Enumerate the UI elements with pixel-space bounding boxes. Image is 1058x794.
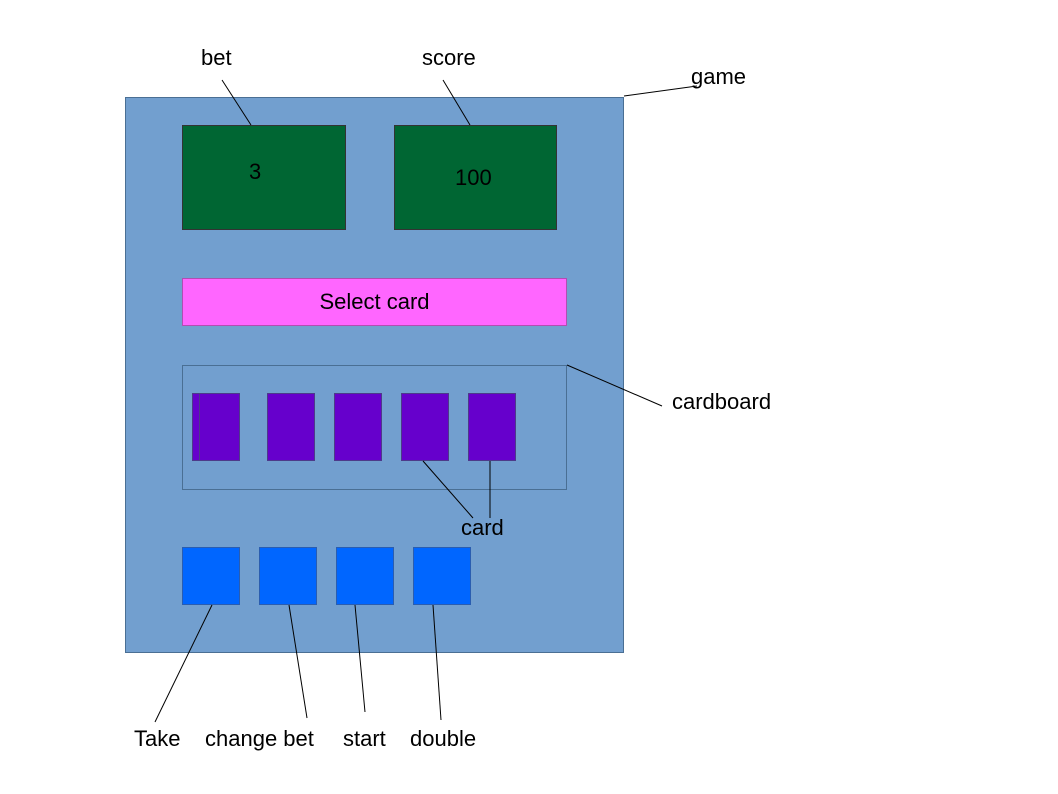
double-label: double xyxy=(410,726,477,751)
start-button[interactable] xyxy=(336,547,394,605)
change-bet-label: change bet xyxy=(205,726,314,751)
score-leader xyxy=(442,79,471,126)
card-1-stack-edge xyxy=(192,393,200,461)
select-card-text: Select card xyxy=(319,289,430,314)
take-button[interactable] xyxy=(182,547,240,605)
change-bet-button[interactable] xyxy=(259,547,317,605)
change-bet-leader xyxy=(288,604,308,719)
game-leader xyxy=(623,85,698,97)
start-leader xyxy=(354,604,366,713)
game-label: game xyxy=(691,64,747,89)
take-leader xyxy=(154,604,213,723)
cardboard-label: cardboard xyxy=(672,389,772,414)
bet-panel xyxy=(182,125,346,230)
card-5[interactable] xyxy=(468,393,516,461)
score-panel xyxy=(394,125,557,230)
bet-label: bet xyxy=(201,45,232,70)
score-value: 100 xyxy=(455,165,492,190)
double-leader xyxy=(432,604,442,721)
cardboard xyxy=(182,365,567,490)
bet-leader xyxy=(221,79,252,126)
double-button[interactable] xyxy=(413,547,471,605)
score-label: score xyxy=(422,45,476,70)
card-3[interactable] xyxy=(334,393,382,461)
bet-value: 3 xyxy=(249,159,262,184)
cardboard-leader xyxy=(566,364,663,407)
card-label: card xyxy=(461,515,504,540)
card-2[interactable] xyxy=(267,393,315,461)
take-label: Take xyxy=(134,726,181,751)
card-leader-1 xyxy=(422,460,474,519)
card-4[interactable] xyxy=(401,393,449,461)
start-label: start xyxy=(343,726,386,751)
select-card-bar: Select card xyxy=(182,278,567,326)
card-1[interactable] xyxy=(192,393,240,461)
